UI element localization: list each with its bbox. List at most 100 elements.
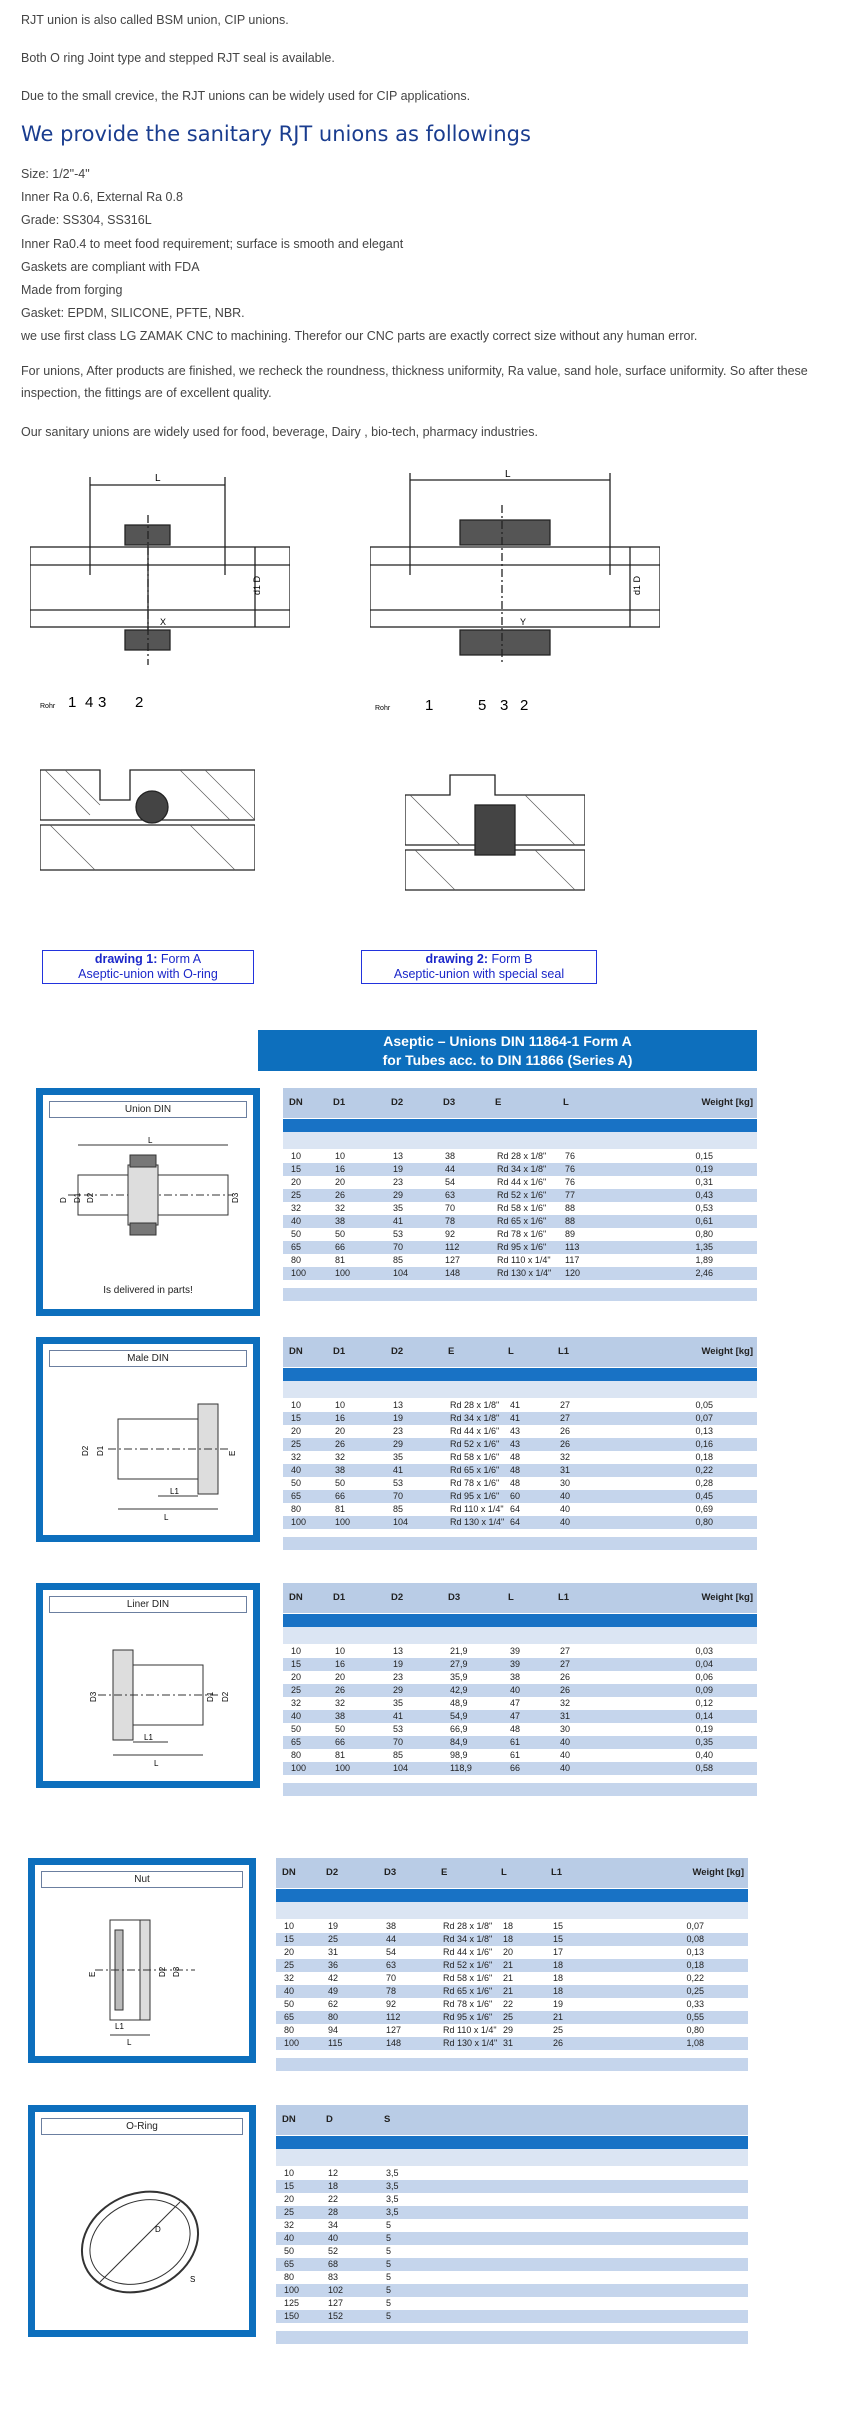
drawing-a-rohr: Rohr xyxy=(40,703,56,710)
table-cell: 48 xyxy=(510,1452,521,1462)
table-cell: 54 xyxy=(445,1177,456,1187)
table-cell: 23 xyxy=(393,1177,404,1187)
table-cell: 127 xyxy=(445,1255,461,1265)
table-cell: 62 xyxy=(328,1999,339,2009)
table-cell: 54 xyxy=(386,1947,397,1957)
table-cell: 104 xyxy=(393,1517,409,1527)
table-cell: 25 xyxy=(291,1439,302,1449)
column-header: L1 xyxy=(558,1346,570,1357)
table-cell: 0,19 xyxy=(695,1164,713,1174)
table-divider xyxy=(276,2136,748,2149)
oring-label-s: S xyxy=(190,2275,195,2284)
table-cell: 0,16 xyxy=(695,1439,713,1449)
table-cell: 64 xyxy=(510,1517,521,1527)
male-din-label-l: L xyxy=(164,1513,169,1522)
spec-item: Made from forging xyxy=(21,283,123,298)
table-cell: 0,45 xyxy=(695,1491,713,1501)
table-footer xyxy=(283,1537,757,1550)
drawing-form-a: L d1 D Rohr 1 4 3 2 X xyxy=(30,473,290,711)
table-cell: 13 xyxy=(393,1151,404,1161)
table-cell: Rd 34 x 1/8" xyxy=(443,1934,493,1944)
table-cell: 76 xyxy=(565,1164,576,1174)
table-cell: 5 xyxy=(386,2246,392,2256)
drawing-a-detail-x: X xyxy=(160,617,166,627)
column-header: D3 xyxy=(384,1867,397,1878)
table-cell: 66 xyxy=(335,1491,346,1501)
column-header: E xyxy=(448,1346,455,1357)
column-header: D2 xyxy=(391,1097,404,1108)
table-cell: 85 xyxy=(393,1255,404,1265)
table-cell: 32 xyxy=(335,1698,346,1708)
table-cell: 32 xyxy=(291,1698,302,1708)
table-cell: 20 xyxy=(291,1672,302,1682)
table-cell: 35 xyxy=(393,1452,404,1462)
table-cell: 0,12 xyxy=(695,1698,713,1708)
column-header: L xyxy=(508,1346,514,1357)
table-cell: 31 xyxy=(560,1465,571,1475)
table-cell: 65 xyxy=(291,1242,302,1252)
table-cell: 18 xyxy=(328,2181,339,2191)
table-cell: 117 xyxy=(565,1255,580,1265)
nut-title: Nut xyxy=(41,1871,243,1888)
table-cell: 38 xyxy=(445,1151,456,1161)
oring-title: O-Ring xyxy=(41,2118,243,2135)
table-cell: 16 xyxy=(335,1659,346,1669)
table-cell: 70 xyxy=(393,1737,404,1747)
table-cell: Rd 65 x 1/6" xyxy=(450,1465,500,1475)
table-cell: 53 xyxy=(393,1229,404,1239)
nut-label-d3: D3 xyxy=(172,1966,181,1977)
table-cell: 148 xyxy=(386,2038,402,2048)
table-cell: 34 xyxy=(328,2220,339,2230)
union-din-note: Is delivered in parts! xyxy=(103,1285,193,1296)
spec-item: Inner Ra0.4 to meet food requirement; su… xyxy=(21,236,404,251)
table-cell: 48 xyxy=(510,1724,521,1734)
table-divider xyxy=(283,1119,757,1132)
table-cell: 50 xyxy=(335,1229,346,1239)
table-cell: 88 xyxy=(565,1203,576,1213)
table-cell: Rd 78 x 1/6" xyxy=(497,1229,547,1239)
table-cell: 20 xyxy=(291,1426,302,1436)
table-cell: 10 xyxy=(335,1646,346,1656)
table-cell: Rd 130 x 1/4" xyxy=(497,1268,552,1278)
table-footer xyxy=(283,1783,757,1796)
table-cell: 3,5 xyxy=(386,2181,399,2191)
table-cell: Rd 95 x 1/6" xyxy=(497,1242,547,1252)
table-cell: 94 xyxy=(328,2025,339,2035)
table-cell: 27 xyxy=(560,1659,571,1669)
column-header: Weight [kg] xyxy=(692,1867,744,1878)
table-cell: 15 xyxy=(553,1921,564,1931)
table-cell: 83 xyxy=(328,2272,339,2282)
table-cell: 20 xyxy=(335,1672,346,1682)
table-cell: 27 xyxy=(560,1400,571,1410)
table-cell: 22 xyxy=(328,2194,339,2204)
table-cell: 35 xyxy=(393,1698,404,1708)
table-cell: 20 xyxy=(291,1177,302,1187)
table-cell: 40 xyxy=(291,1216,302,1226)
table-cell: Rd 65 x 1/6" xyxy=(443,1986,493,1996)
table-cell: 52 xyxy=(328,2246,339,2256)
nut-label-l1: L1 xyxy=(115,2022,124,2031)
table-cell: 38 xyxy=(335,1711,346,1721)
column-header: E xyxy=(441,1867,448,1878)
table-cell: Rd 52 x 1/6" xyxy=(443,1960,493,1970)
table-cell: 0,55 xyxy=(686,2012,704,2022)
table-cell: 81 xyxy=(335,1750,346,1760)
spec-item: Gaskets are compliant with FDA xyxy=(21,259,200,274)
union-din-drawing: L D D1 D2 D3 xyxy=(59,1136,240,1236)
table-cell: 40 xyxy=(291,1711,302,1721)
union-din-label-d3: D3 xyxy=(231,1192,240,1203)
table-cell: 23 xyxy=(393,1426,404,1436)
table-cell: 152 xyxy=(328,2311,344,2321)
